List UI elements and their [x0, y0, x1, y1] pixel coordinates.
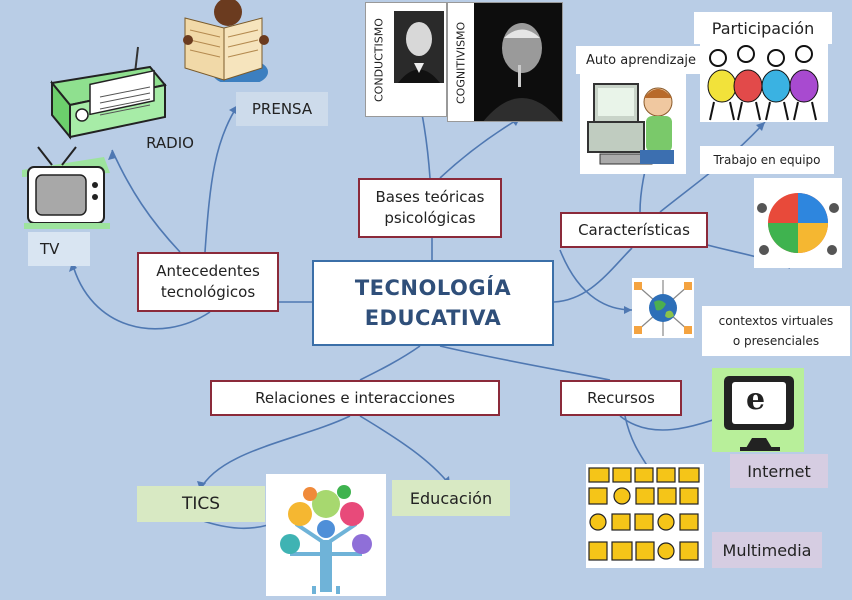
- portrait-photo-1: [394, 11, 444, 83]
- internet-monitor-icon: e: [712, 368, 804, 454]
- label-contextos-line2: o presenciales: [732, 334, 820, 348]
- link-tics-tree: [199, 519, 269, 530]
- cognitivismo-label: COGNITIVISMO: [448, 3, 474, 121]
- link-antecedentes-prensa: [204, 104, 239, 253]
- link-relaciones-educacion: [359, 415, 451, 486]
- label-contextos: contextos virtuales o presenciales: [702, 306, 850, 356]
- link-bases-cognitivismo: [439, 117, 521, 179]
- node-recursos-label: Recursos: [587, 388, 655, 407]
- central-node: TECNOLOGÍA EDUCATIVA: [312, 260, 554, 346]
- label-radio: RADIO: [130, 125, 210, 161]
- label-tv-text: TV: [40, 240, 60, 258]
- cognitivismo-card: COGNITIVISMO: [447, 2, 563, 122]
- label-trabajo-equipo-text: Trabajo en equipo: [713, 153, 821, 167]
- radio-icon: [40, 45, 170, 140]
- label-participacion-text: Participación: [711, 18, 815, 38]
- node-bases-line2: psicológicas: [384, 209, 476, 227]
- participation-people-image: [700, 44, 828, 122]
- tv-icon: [22, 145, 112, 233]
- label-educacion: Educación: [392, 480, 510, 516]
- label-internet: Internet: [730, 454, 828, 488]
- node-bases: Bases teóricas psicológicas: [358, 178, 502, 238]
- puzzle-team-image: [754, 178, 842, 268]
- node-antecedentes-line1: Antecedentes: [156, 262, 260, 280]
- node-relaciones: Relaciones e interacciones: [210, 380, 500, 416]
- label-tv: TV: [28, 232, 90, 266]
- tech-tree-image: [266, 474, 386, 596]
- link-antecedentes-tv: [71, 261, 211, 330]
- label-multimedia-text: Multimedia: [722, 540, 812, 560]
- child-computer-image: [580, 72, 686, 174]
- label-radio-text: RADIO: [146, 134, 194, 152]
- label-contextos-line1: contextos virtuales: [718, 314, 834, 328]
- newspaper-reader-icon: [180, 0, 270, 86]
- link-central-caracteristicas: [553, 247, 633, 303]
- multimedia-icons-image: [586, 464, 704, 568]
- node-relaciones-label: Relaciones e interacciones: [255, 388, 455, 407]
- link-antecedentes-radio: [111, 149, 181, 253]
- label-prensa: PRENSA: [236, 92, 328, 126]
- label-trabajo-equipo: Trabajo en equipo: [700, 146, 834, 174]
- label-internet-text: Internet: [747, 461, 811, 481]
- label-participacion: Participación: [694, 12, 832, 44]
- central-title-line1: TECNOLOGÍA: [354, 276, 512, 300]
- label-educacion-text: Educación: [409, 488, 493, 508]
- portrait-photo-2: [474, 3, 562, 121]
- link-relaciones-tics: [199, 415, 351, 491]
- link-central-relaciones: [359, 345, 421, 381]
- node-bases-line1: Bases teóricas: [375, 188, 485, 206]
- globe-network-image: [632, 278, 694, 338]
- label-auto-aprendizaje: Auto aprendizaje: [576, 46, 706, 74]
- node-antecedentes-line2: tecnológicos: [160, 283, 256, 301]
- label-prensa-text: PRENSA: [251, 100, 313, 118]
- link-central-recursos: [439, 345, 611, 381]
- link-recursos-multimedia: [624, 415, 651, 471]
- label-auto-aprendizaje-text: Auto aprendizaje: [585, 52, 697, 68]
- conductismo-label: CONDUCTISMO: [366, 3, 392, 116]
- label-tics: TICS: [137, 486, 265, 522]
- label-multimedia: Multimedia: [712, 532, 822, 568]
- node-antecedentes: Antecedentes tecnológicos: [137, 252, 279, 312]
- central-title-line2: EDUCATIVA: [364, 306, 502, 330]
- internet-e-letter: e: [746, 382, 766, 417]
- node-caracteristicas: Características: [560, 212, 708, 248]
- node-recursos: Recursos: [560, 380, 682, 416]
- conductismo-card: CONDUCTISMO: [365, 2, 447, 117]
- label-tics-text: TICS: [181, 494, 221, 514]
- node-caracteristicas-label: Características: [578, 220, 690, 239]
